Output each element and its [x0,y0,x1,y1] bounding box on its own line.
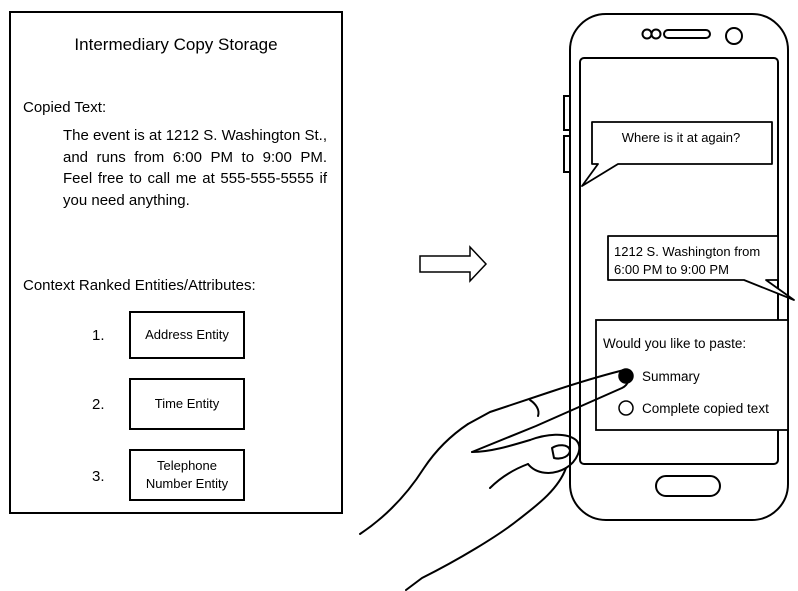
option-complete-label[interactable]: Complete copied text [642,401,769,416]
sensor-icon [650,28,662,40]
bubble-answer-line: 1212 S. Washington from [614,244,760,259]
telephone-entity-box: Telephone Number Entity [129,449,245,501]
hand-icon [359,369,630,591]
entity-label-line: Telephone [157,458,217,473]
time-entity-box: Time Entity [129,378,245,430]
rank-number-3: 3. [92,468,105,485]
speaker-grill [663,29,711,39]
rank-number-2: 2. [92,396,105,413]
copied-text-body: The event is at 1212 S. Washington St., … [63,127,327,209]
entity-label-line: Number Entity [145,476,229,491]
phone-side-button [563,135,571,173]
phone-side-button [563,95,571,131]
paste-options-panel: Would you like to paste: Summary Complet… [595,319,789,431]
copy-storage-panel: Intermediary Copy Storage Copied Text: T… [9,11,343,514]
bubble-question-text: Where is it at again? [622,130,741,145]
option-summary-label[interactable]: Summary [642,369,700,384]
paste-prompt-text: Would you like to paste: [603,336,746,351]
bubble-answer-line: 6:00 PM to 9:00 PM [614,262,729,277]
entity-label: Time Entity [154,396,220,411]
chat-bubble-answer: 1212 S. Washington from 6:00 PM to 9:00 … [607,235,795,301]
home-button [655,475,721,497]
rank-number-1: 1. [92,327,105,344]
front-camera-icon [725,27,743,45]
storage-title: Intermediary Copy Storage [74,35,278,54]
sensor-icon [641,28,653,40]
copied-text-label: Copied Text: [23,99,107,116]
address-entity-box: Address Entity [129,311,245,359]
smartphone-illustration: Where is it at again? 1212 S. Washington… [359,13,795,591]
radio-unselected-icon[interactable] [618,400,634,416]
radio-selected-icon[interactable] [618,368,634,384]
ranked-entities-label: Context Ranked Entities/Attributes: [23,277,256,294]
phone-body [569,13,789,521]
entity-label: Address Entity [145,327,229,342]
chat-bubble-question: Where is it at again? [581,121,773,187]
right-arrow-icon [419,245,488,283]
